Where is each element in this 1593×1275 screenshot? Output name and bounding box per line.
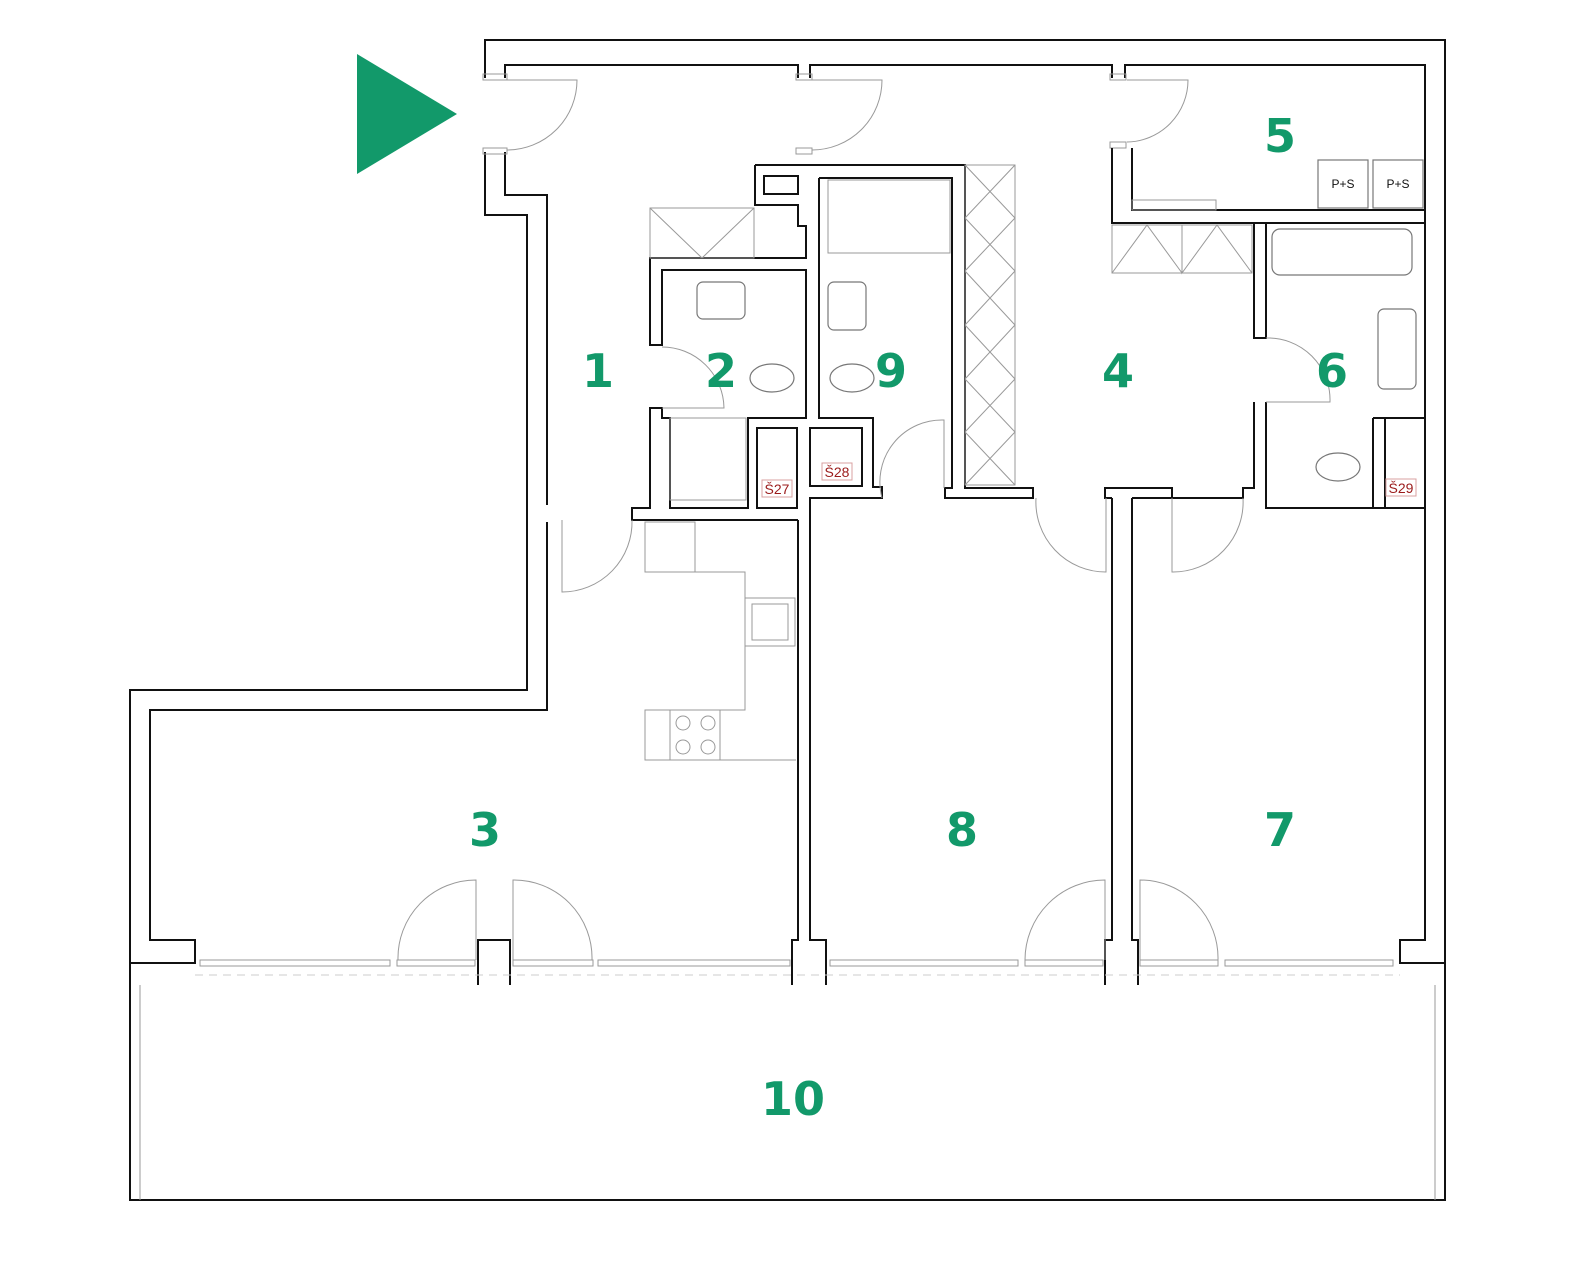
room-label: 10 <box>761 1072 825 1126</box>
room-label: 4 <box>1102 344 1134 398</box>
room-label: 6 <box>1316 344 1348 398</box>
entrance-arrow-icon <box>357 54 457 174</box>
fixtures <box>644 179 1417 761</box>
interior-walls <box>631 148 1425 521</box>
storage-box <box>1372 159 1424 209</box>
shaft-label: Š28 <box>825 464 850 480</box>
room-label: 7 <box>1264 803 1296 857</box>
room-label: 1 <box>582 344 614 398</box>
storage-label: P+S <box>1331 177 1354 191</box>
shaft-label: Š29 <box>1389 480 1414 496</box>
room-label: 2 <box>705 344 737 398</box>
doors <box>397 79 1331 961</box>
shaft-label: Š27 <box>765 481 790 497</box>
room-label: 8 <box>946 803 978 857</box>
room-label: 9 <box>875 344 907 398</box>
outer-walls <box>129 39 1446 1201</box>
storage-label: P+S <box>1386 177 1409 191</box>
room-label: 5 <box>1264 109 1296 163</box>
room-label: 3 <box>469 803 501 857</box>
storage-box <box>1317 159 1369 209</box>
